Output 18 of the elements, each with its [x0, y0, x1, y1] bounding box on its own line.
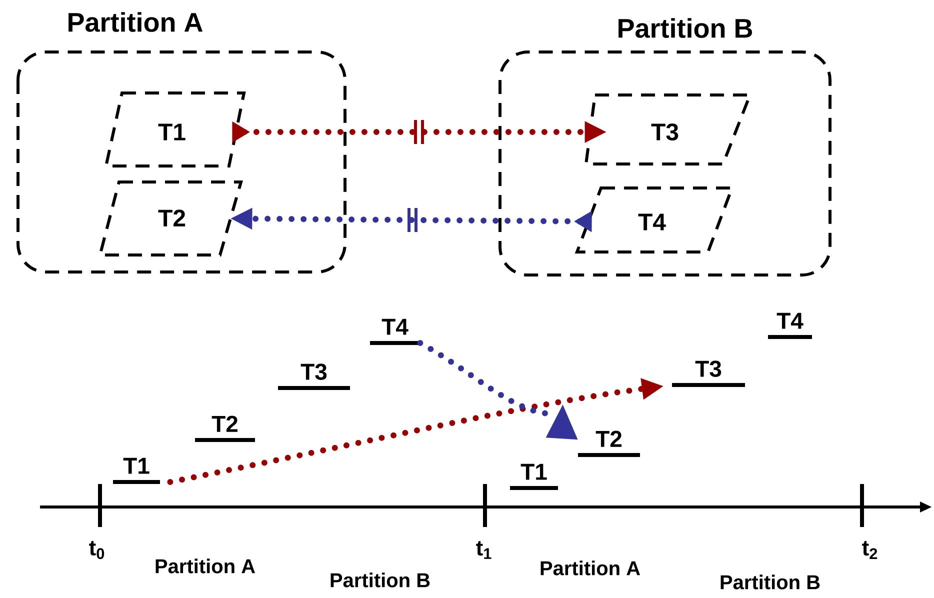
time-label: t$_{0}$	[89, 540, 104, 560]
partition-label: Partition A	[540, 560, 640, 576]
partition-label: Partition B	[720, 574, 820, 590]
task-bar: T2	[578, 430, 640, 457]
task-bar: T2	[195, 416, 255, 442]
task-bar: T1	[113, 458, 160, 484]
time-label: t$_{2}$	[862, 541, 878, 559]
task-bar: T3	[278, 364, 350, 390]
task-bar: T4	[370, 318, 420, 345]
task-bar: T4	[768, 312, 812, 339]
task-bar: T3	[672, 360, 745, 387]
node-label: Partition B	[618, 18, 752, 38]
node-label: Partition A	[68, 12, 203, 32]
time-label: t$_{1}$	[476, 541, 492, 559]
dotted-arrow	[417, 340, 578, 440]
task-bar: T1	[510, 464, 558, 490]
partition-label: Partition A	[156, 558, 256, 574]
partition-label: Partition B	[330, 572, 430, 588]
